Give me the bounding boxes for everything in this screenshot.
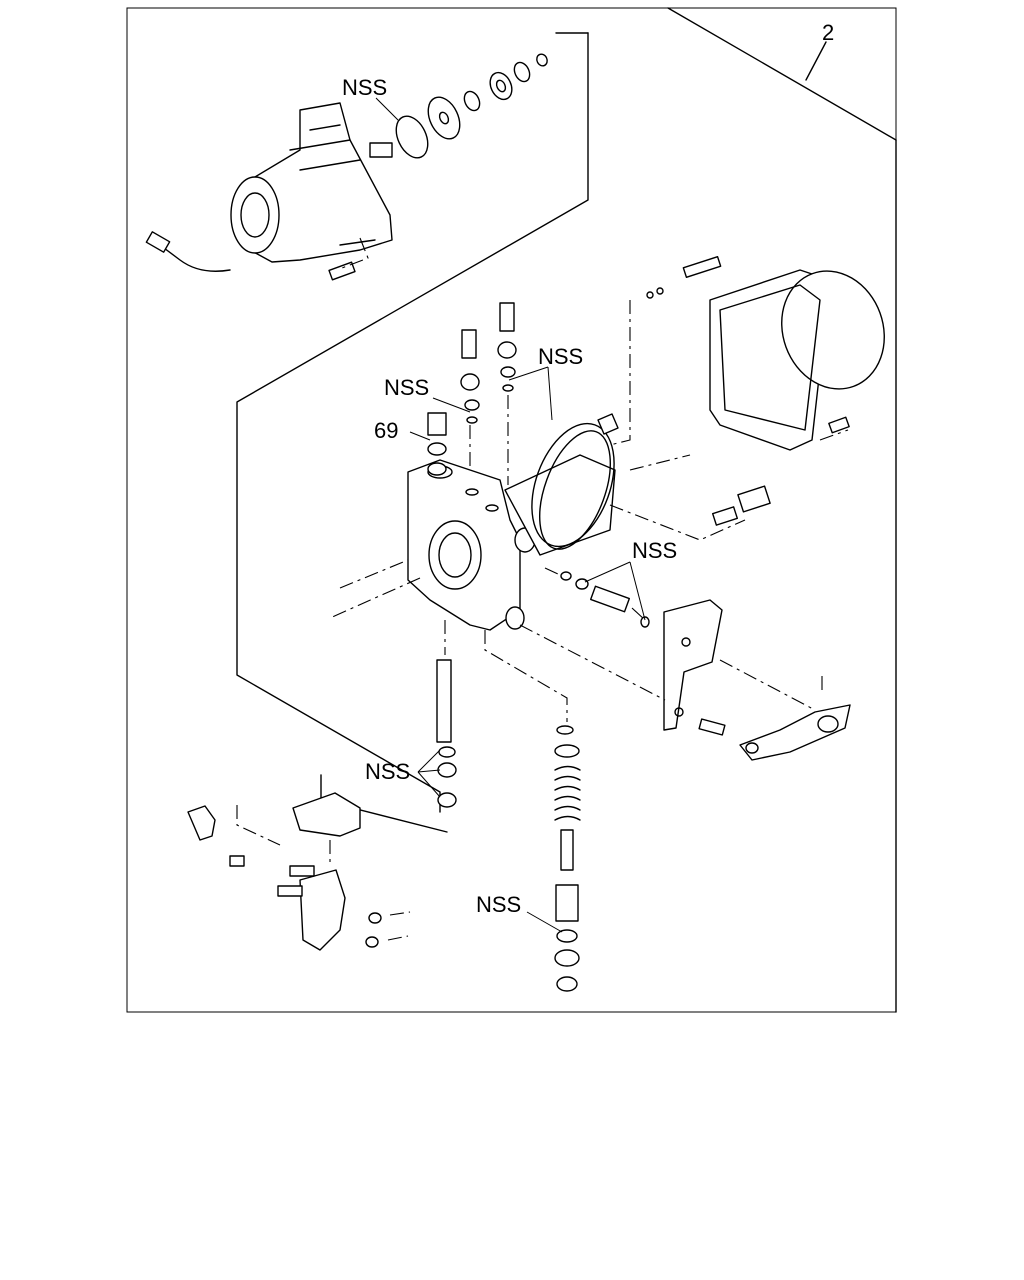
pump-body [407,430,616,631]
gasket-ring [531,422,615,548]
right-side-parts [560,255,771,628]
nss-gasket-label: NSS [342,75,387,100]
bottom-left-linkage [187,792,382,951]
lower-shaft-and-rings [436,659,457,808]
leader-lines [236,237,849,941]
nss-top-right-label: NSS [538,344,583,369]
top-fittings [427,302,517,476]
electric-motor [145,102,393,281]
spring-valve-stack [554,725,581,992]
motor-shaft-parts [395,53,548,159]
nss-right-label: NSS [632,538,677,563]
nss-top-left-label: NSS [384,375,429,400]
kit-number-label: 2 [822,20,834,45]
bracket-and-lever [663,599,851,761]
pump-cover [709,269,885,451]
nss-bottom-left-label: NSS [365,759,410,784]
nss-bottom-label: NSS [476,892,521,917]
label-leaders [375,97,646,933]
item-69-label: 69 [374,418,398,443]
